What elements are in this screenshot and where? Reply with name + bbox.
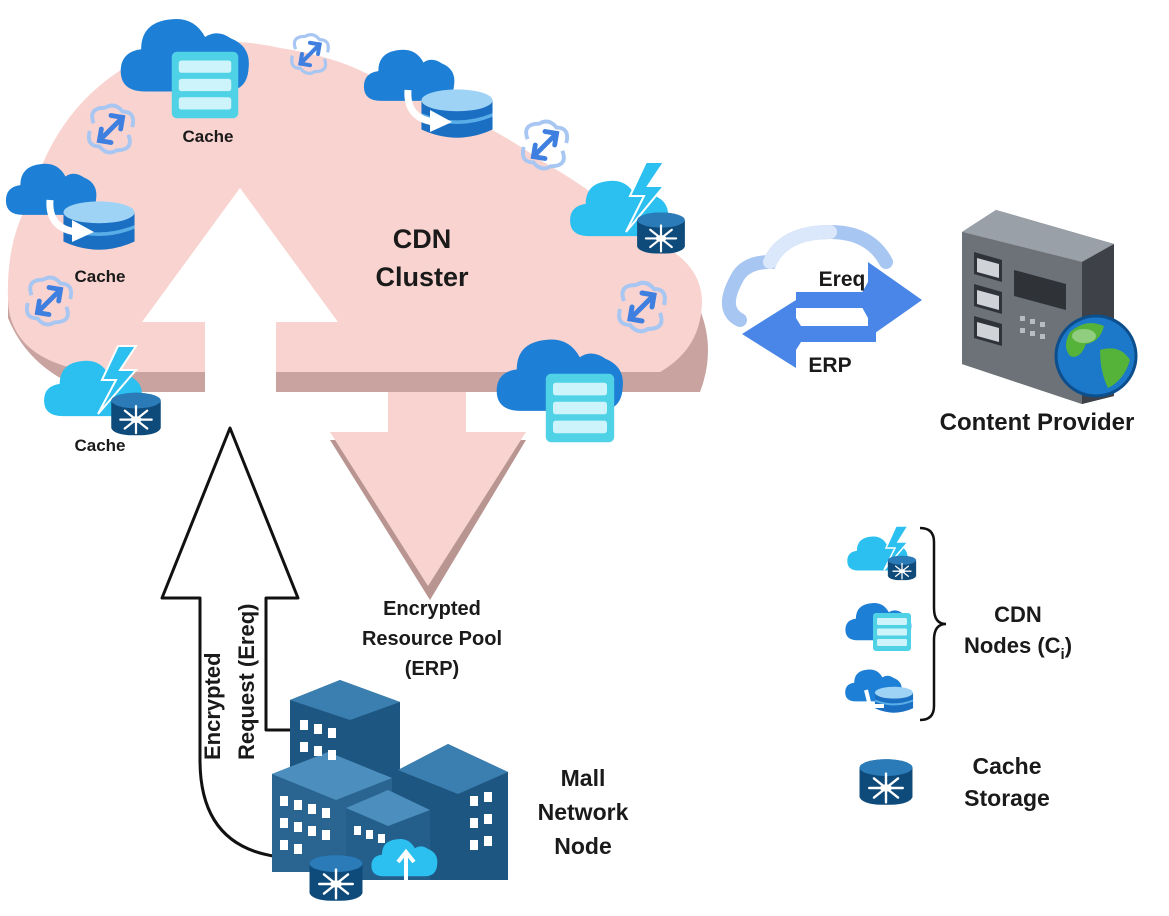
- erp-label-line1: Encrypted: [383, 598, 481, 620]
- ereq-erp-link: [722, 224, 922, 368]
- cdn-node-lightning-right: [570, 161, 686, 255]
- erp-label-line2: Resource Pool: [362, 628, 502, 650]
- mall-router-icon: [308, 854, 364, 902]
- sync-icon: [523, 122, 567, 169]
- globe-icon: [1054, 314, 1138, 398]
- cluster-up-arrow: [142, 188, 338, 392]
- erp-label-line3: (ERP): [405, 658, 459, 680]
- ereq-up-arrow: [160, 426, 301, 860]
- content-provider-label: Content Provider: [940, 409, 1135, 436]
- lightning-icon: [625, 161, 667, 233]
- cache-label-bottom: Cache: [74, 436, 125, 455]
- cache-label-left: Cache: [74, 267, 125, 286]
- ereq-label-line1: Encrypted: [200, 652, 225, 760]
- legend: CDN Nodes (Ci) Cache Storage: [845, 525, 1072, 811]
- legend-cdn-nodes-line2: Nodes (Ci): [964, 633, 1072, 663]
- legend-server-node-icon: [845, 603, 912, 651]
- cdn-node-lightning-left: [44, 345, 162, 437]
- legend-brace: [919, 526, 947, 722]
- legend-cdn-nodes-line1: CDN: [994, 602, 1042, 627]
- link-erp-label: ERP: [808, 354, 851, 377]
- cdn-node-disk-top: [363, 49, 493, 138]
- cluster-title-line1: CDN: [393, 224, 452, 254]
- legend-cache-storage-icon: [858, 758, 914, 806]
- legend-lightning-node-icon: [847, 525, 917, 581]
- mall-upload-cloud-icon: [371, 839, 438, 896]
- legend-cache-storage-line2: Storage: [964, 785, 1050, 811]
- mall-buildings-icon: [272, 680, 508, 880]
- lightning-icon: [97, 345, 139, 415]
- cluster-title-line2: Cluster: [375, 262, 469, 292]
- mall-label-line1: Mall: [561, 765, 606, 791]
- link-ereq-label: Ereq: [819, 268, 866, 291]
- legend-cache-storage-line1: Cache: [972, 753, 1041, 779]
- mall-label-line3: Node: [554, 833, 612, 859]
- mall-label-line2: Network: [538, 799, 629, 825]
- legend-disk-node-icon: [845, 669, 914, 713]
- erp-down-arrow: [330, 392, 526, 600]
- cache-label-top: Cache: [182, 127, 233, 146]
- ereq-label-line2: Request (Ereq): [234, 604, 259, 760]
- cdn-node-disk-left: [5, 163, 135, 250]
